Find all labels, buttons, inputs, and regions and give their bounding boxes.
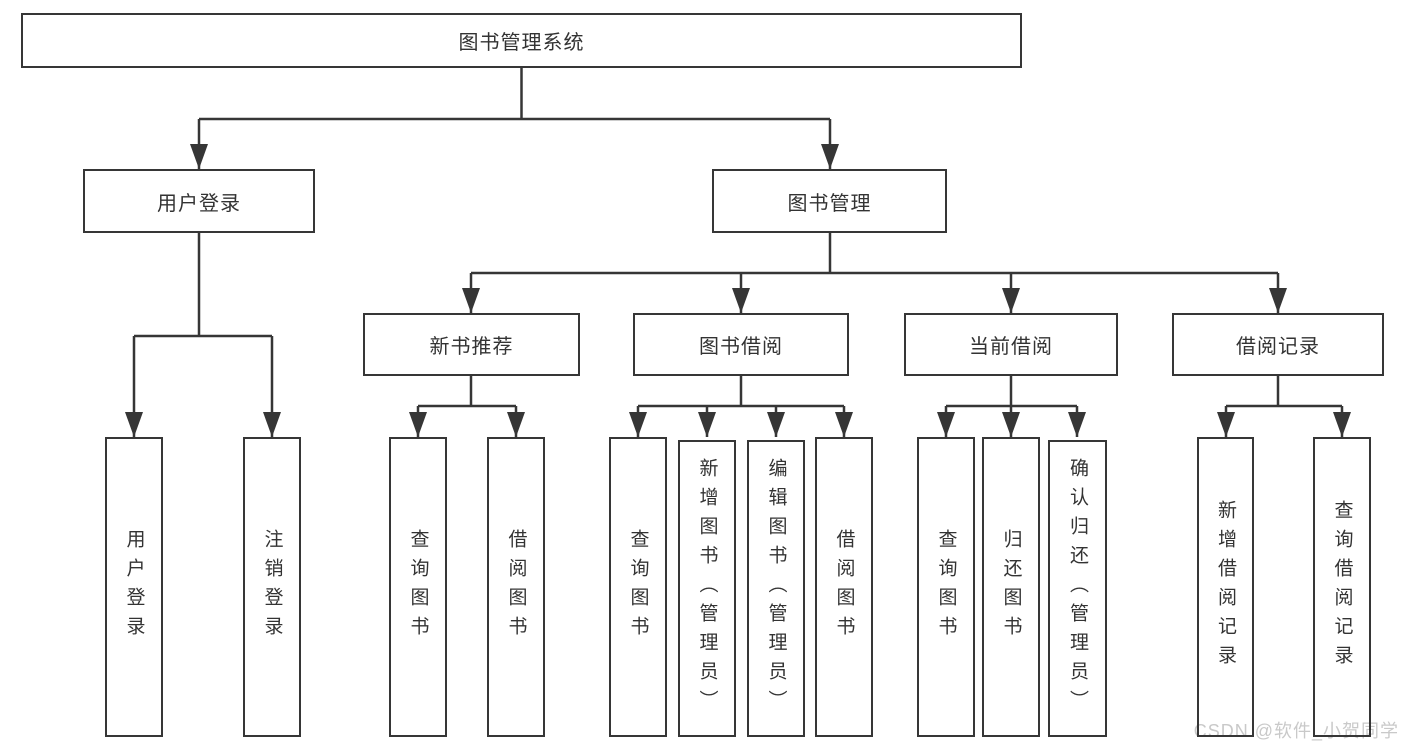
connector-borrow-records-children bbox=[1217, 376, 1351, 437]
leaf-borrow-books-borrowing-label: 借阅图书 bbox=[833, 529, 855, 645]
node-book-management-label: 图书管理 bbox=[787, 192, 872, 215]
leaf-query-books-recommend-label: 查询图书 bbox=[407, 529, 429, 645]
leaf-borrow-books-recommend: 借阅图书 bbox=[487, 437, 545, 737]
leaf-add-borrow-record-label: 新增借阅记录 bbox=[1215, 500, 1236, 674]
leaf-confirm-return-admin: 确认归还（管理员） bbox=[1048, 440, 1107, 737]
leaf-query-books-current-label: 查询图书 bbox=[935, 529, 957, 645]
leaf-logout: 注销登录 bbox=[243, 437, 301, 737]
connector-user-login-children bbox=[125, 233, 281, 437]
leaf-user-login: 用户登录 bbox=[105, 437, 163, 737]
leaf-query-books-borrowing: 查询图书 bbox=[609, 437, 667, 737]
node-borrow-records-label: 借阅记录 bbox=[1236, 336, 1320, 358]
leaf-confirm-return-admin-label: 确认归还（管理员） bbox=[1067, 458, 1088, 719]
leaf-return-books-label: 归还图书 bbox=[1000, 529, 1022, 645]
leaf-add-book-admin-label: 新增图书（管理员） bbox=[696, 458, 718, 719]
leaf-query-books-recommend: 查询图书 bbox=[389, 437, 447, 737]
leaf-query-books-current: 查询图书 bbox=[917, 437, 975, 737]
connector-book-borrowing-children bbox=[629, 376, 853, 437]
node-user-login: 用户登录 bbox=[83, 169, 315, 233]
leaf-borrow-books-recommend-label: 借阅图书 bbox=[505, 529, 527, 645]
leaf-query-borrow-record: 查询借阅记录 bbox=[1313, 437, 1371, 737]
node-new-book-recommend-label: 新书推荐 bbox=[429, 336, 514, 358]
connector-new-book-recommend-children bbox=[409, 376, 525, 437]
connector-current-borrowing-children bbox=[937, 376, 1086, 437]
leaf-query-books-borrowing-label: 查询图书 bbox=[627, 529, 649, 645]
node-library-system-label: 图书管理系统 bbox=[458, 32, 585, 54]
node-book-borrowing: 图书借阅 bbox=[633, 313, 849, 376]
node-user-login-label: 用户登录 bbox=[157, 192, 241, 215]
leaf-edit-book-admin: 编辑图书（管理员） bbox=[747, 440, 805, 737]
node-current-borrowing-label: 当前借阅 bbox=[969, 336, 1053, 358]
csdn-watermark: CSDN @软件_小贺同学 bbox=[1193, 721, 1399, 741]
leaf-edit-book-admin-label: 编辑图书（管理员） bbox=[765, 458, 787, 719]
node-current-borrowing: 当前借阅 bbox=[904, 313, 1118, 376]
leaf-add-book-admin: 新增图书（管理员） bbox=[678, 440, 736, 737]
leaf-add-borrow-record: 新增借阅记录 bbox=[1197, 437, 1254, 737]
node-book-management: 图书管理 bbox=[712, 169, 947, 233]
leaf-query-borrow-record-label: 查询借阅记录 bbox=[1331, 500, 1353, 674]
connector-root-to-level2 bbox=[190, 68, 839, 169]
leaf-return-books: 归还图书 bbox=[982, 437, 1040, 737]
node-book-borrowing-label: 图书借阅 bbox=[699, 336, 783, 358]
node-new-book-recommend: 新书推荐 bbox=[363, 313, 580, 376]
leaf-user-login-label: 用户登录 bbox=[123, 529, 145, 645]
leaf-borrow-books-borrowing: 借阅图书 bbox=[815, 437, 873, 737]
connector-book-management-children bbox=[462, 233, 1287, 313]
node-borrow-records: 借阅记录 bbox=[1172, 313, 1384, 376]
leaf-logout-label: 注销登录 bbox=[261, 529, 283, 645]
node-library-system: 图书管理系统 bbox=[21, 13, 1022, 68]
